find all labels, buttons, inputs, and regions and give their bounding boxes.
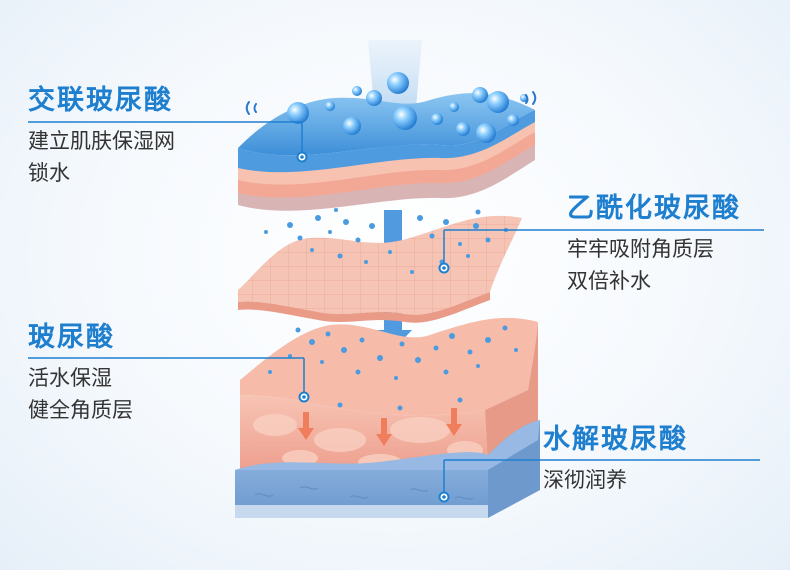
water-droplets-middle [264, 208, 508, 274]
label-title: 乙酰化玻尿酸 [567, 193, 741, 224]
skin-block [235, 317, 540, 518]
label-desc-line: 健全角质层 [28, 398, 133, 422]
label-acetylated: 乙酰化玻尿酸 牢牢吸附角质层 双倍补水 [567, 191, 741, 297]
label-title: 交联玻尿酸 [28, 85, 173, 116]
splash-marks [245, 91, 537, 115]
label-desc-line: 牢牢吸附角质层 [567, 237, 714, 261]
label-title: 玻尿酸 [28, 322, 115, 353]
label-desc-line: 建立肌肤保湿网 [28, 129, 175, 153]
water-droplets-bottom [268, 325, 518, 411]
absorption-arrows [298, 408, 462, 446]
label-desc-line: 深彻润养 [543, 468, 627, 492]
label-hydrolyzed: 水解玻尿酸 深彻润养 [543, 422, 688, 496]
label-title: 水解玻尿酸 [543, 424, 688, 455]
leader-lines [28, 121, 764, 497]
label-crosslinked: 交联玻尿酸 建立肌肤保湿网 锁水 [28, 83, 175, 189]
label-desc-line: 活水保湿 [28, 366, 112, 390]
crosslinked-layer [238, 93, 535, 211]
label-hyaluronic: 玻尿酸 活水保湿 健全角质层 [28, 320, 133, 426]
water-droplets-top [287, 72, 528, 143]
label-desc-line: 双倍补水 [567, 269, 651, 293]
label-desc-line: 锁水 [28, 161, 70, 185]
acetylated-layer [238, 215, 522, 323]
